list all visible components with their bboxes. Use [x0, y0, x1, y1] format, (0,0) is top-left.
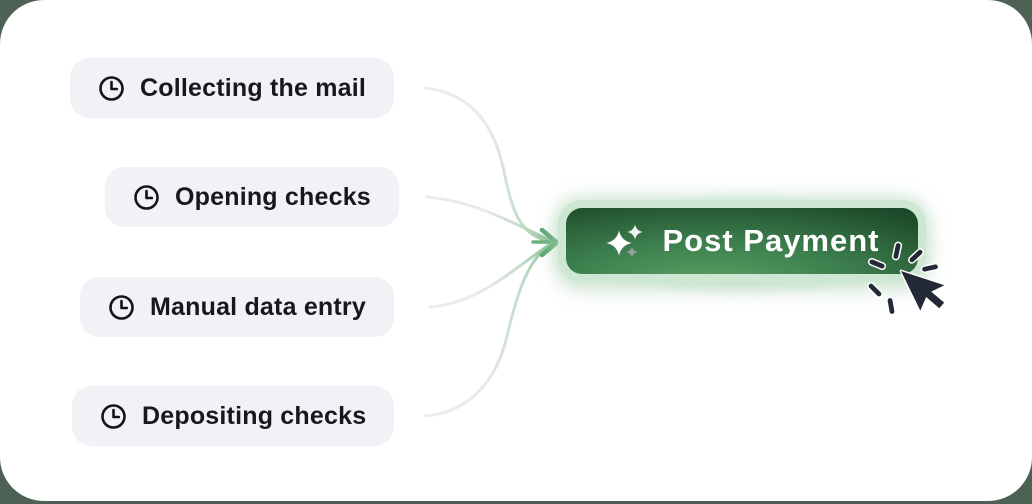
task-pill-opening-checks: Opening checks — [105, 167, 399, 227]
connector-line-4 — [423, 243, 553, 418]
click-burst-icon — [867, 241, 940, 316]
task-label: Opening checks — [175, 182, 371, 211]
sparkles-icon — [606, 224, 643, 258]
cursor-click-icon — [867, 241, 946, 316]
task-label: Manual data entry — [150, 292, 366, 321]
post-payment-label: Post Payment — [662, 223, 880, 258]
clock-icon — [134, 184, 159, 210]
connector-line-1 — [423, 86, 551, 243]
task-label: Collecting the mail — [140, 73, 367, 102]
clock-icon — [99, 75, 124, 101]
clock-icon — [101, 403, 126, 429]
task-pill-manual-data-entry: Manual data entry — [80, 277, 394, 337]
pointer-arrow-icon — [899, 269, 946, 313]
task-pill-collecting-mail: Collecting the mail — [70, 58, 395, 118]
task-label: Depositing checks — [142, 401, 367, 430]
post-payment-button[interactable]: Post Payment — [566, 208, 918, 274]
post-payment-button-ring: Post Payment — [558, 200, 926, 282]
clock-icon — [109, 294, 134, 320]
task-pill-depositing-checks: Depositing checks — [72, 386, 395, 446]
connector-line-3 — [428, 243, 551, 309]
